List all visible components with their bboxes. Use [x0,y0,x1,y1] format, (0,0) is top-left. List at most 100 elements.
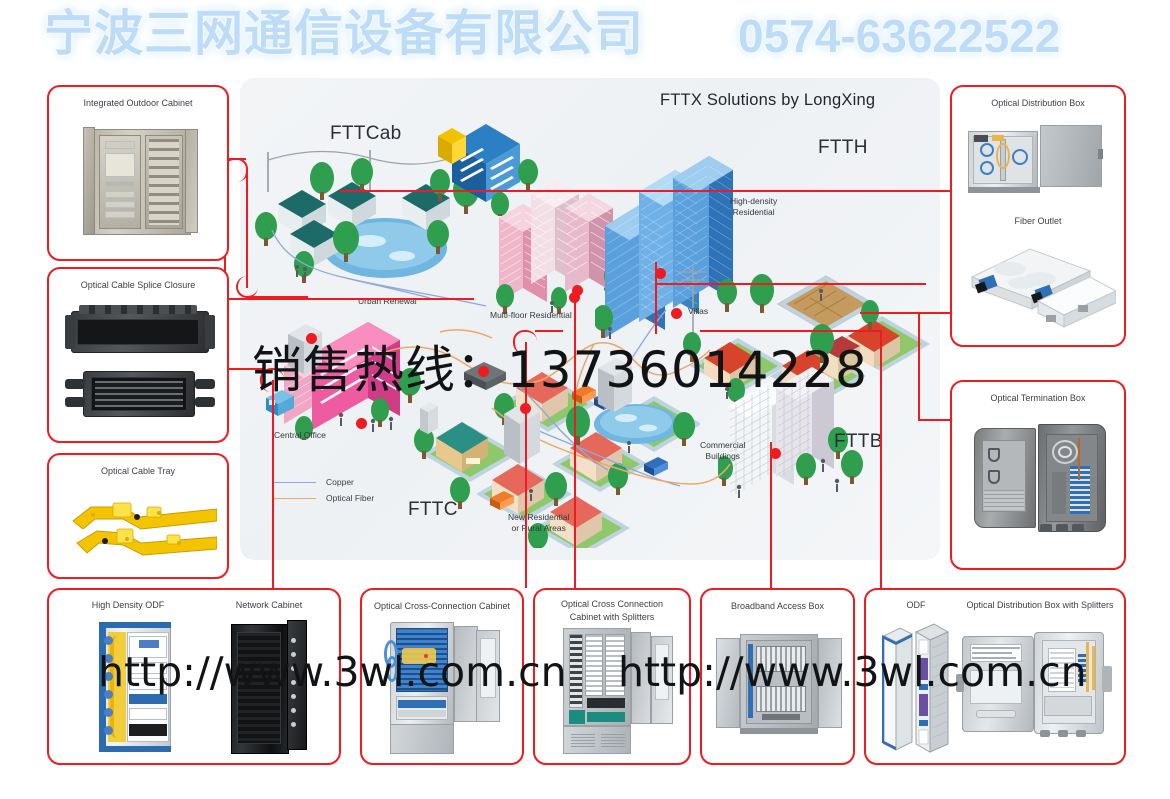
new-residential-scene [414,372,700,548]
label-villas: Villas [688,306,709,316]
connection-dot-integrated-outdoor-cabinet[interactable] [306,333,317,344]
product-image-fiber-outlet [966,239,1118,331]
product-image-high-density-odf [99,622,171,752]
connection-dot-multifloor[interactable] [572,285,583,296]
connector-hd-vertical [655,262,658,334]
label-commercial-buildings: Commercial Buildings [700,440,746,461]
caption-fiber-outlet: Fiber Outlet [1014,216,1062,226]
fiber-line-swatch [272,497,316,499]
panel-optical-cross-connection-cabinet[interactable]: Optical Cross-Connection Cabinet [360,588,524,765]
label-fttc: FTTC [408,499,458,520]
copper-line-swatch [272,481,316,483]
diagram-title: FTTX Solutions by LongXing [660,91,876,109]
fttx-network-diagram: FTTX Solutions by LongXing [240,78,940,560]
connector-villa-right [676,283,926,286]
central-office-scene [266,322,421,440]
product-image-optical-termination-box [974,420,1110,538]
connector-term-h2 [918,419,962,422]
caption-optical-cross-connection-cabinet: Optical Cross-Connection Cabinet [373,601,511,611]
connector-cab-h [535,330,563,333]
panel-optical-cable-splice-closure[interactable]: Optical Cable Splice Closure [47,267,229,443]
caption-optical-distribution-box: Optical Distribution Box [991,98,1085,108]
connection-dot-high-density[interactable] [655,268,666,279]
caption-integrated-outdoor-cabinet: Integrated Outdoor Cabinet [83,98,193,108]
watermark-url-right: http://www.3wl.com.cn [618,648,1087,696]
product-image-odf [880,622,950,756]
street-cabinet-2 [598,358,632,412]
connection-dot-central-office[interactable] [356,418,367,429]
connector-left-top-corner2 [236,276,258,298]
caption-optical-cable-splice-closure: Optical Cable Splice Closure [80,280,196,290]
label-multifloor-residential: Multi-floor Residential [490,310,572,320]
product-image-optical-distribution-box-with-splitters [956,630,1114,746]
label-new-residential: New Residential or Rural Areas [508,512,570,533]
product-image-splice-closure-top [65,305,215,359]
connector-cab-vertical [525,342,528,588]
panel-integrated-outdoor-cabinet[interactable]: Integrated Outdoor Cabinet [47,85,229,261]
label-central-office: Central Office [274,430,326,440]
connector-odf-vertical [880,330,883,588]
caption-broadband-access-box: Broadband Access Box [730,601,825,611]
connection-dot-splice-closure[interactable] [478,366,489,377]
caption-high-density-odf: High Density ODF [91,600,165,610]
urban-renewal-scene [255,146,487,307]
watermark-url-left: http://www.3wl.com.cn [98,648,567,696]
watermark-sales-hotline: 销售热线：13736014228 [252,341,868,399]
poster-header: 宁波三网通信设备有限公司 0574-63622522 [0,0,1170,72]
panel-high-density-odf-and-network-cabinet[interactable]: High Density ODF Network Cabinet [47,588,341,765]
legend-label-copper: Copper [326,477,354,487]
company-name-cn: 宁波三网通信设备有限公司 [44,7,645,61]
label-fttcab: FTTCab [330,123,402,144]
panel-optical-cable-tray[interactable]: Optical Cable Tray [47,453,229,579]
panel-optical-distribution-box[interactable]: Optical Distribution Box Fiber Outlet [950,85,1126,347]
connector-term-v [918,312,921,419]
caption-odf: ODF [906,600,926,610]
connector-tray-corner [260,368,284,392]
legend-label-optical-fiber: Optical Fiber [326,493,375,503]
connector-multifloor-right [340,190,950,193]
connection-dot-commercial[interactable] [770,448,781,459]
product-image-optical-cross-connection-cabinet [384,622,508,754]
label-fttb: FTTB [834,431,883,452]
diagram-legend: Copper Optical Fiber [272,474,374,506]
product-image-splice-closure-bottom [65,367,215,423]
high-density-residential-scene [595,156,737,339]
caption-optical-distribution-box-with-splitters: Optical Distribution Box with Splitters [966,600,1114,610]
connector-left-top-to-dot [256,296,308,299]
label-high-density-residential: High-density Residential [730,196,778,217]
connector-tray-h [224,368,264,371]
connector-term-h [860,312,960,315]
label-ftth: FTTH [818,137,868,158]
connector-left-top-v [246,170,249,288]
connector-left-mid [224,298,474,301]
panel-broadband-access-box[interactable]: Broadband Access Box [700,588,855,765]
connector-commercial-vertical [770,442,773,588]
connection-dot-villa-pole[interactable] [671,308,682,319]
small-pedestal [420,402,438,434]
office-building-blue [430,124,538,216]
product-image-optical-distribution-box [968,123,1114,197]
street-cabinet-1 [288,324,322,374]
caption-optical-cable-tray: Optical Cable Tray [100,466,176,476]
caption-network-cabinet: Network Cabinet [235,600,303,610]
product-image-optical-cable-tray [72,502,217,556]
connector-odf-h [700,330,882,333]
panel-optical-cross-connection-cabinet-with-splitters[interactable]: Optical Cross Connection Cabinet with Sp… [533,588,691,765]
panel-odf-and-distribution-box-with-splitters[interactable]: ODF Optical Distribution Box with Splitt… [864,588,1126,765]
connector-co-vertical [272,390,275,590]
product-image-network-cabinet [231,620,307,754]
caption-optical-termination-box: Optical Termination Box [990,393,1086,403]
legend-item-optical-fiber: Optical Fiber [272,490,374,506]
connector-cab2-vertical [574,297,577,588]
panel-optical-termination-box[interactable]: Optical Termination Box [950,380,1126,570]
product-image-broadband-access-box [712,634,846,738]
commercial-buildings-scene [718,367,863,498]
caption-optical-cross-connection-cabinet-with-splitters: Optical Cross Connection Cabinet with Sp… [560,599,664,622]
product-image-integrated-outdoor-cabinet [83,121,199,241]
label-urban-renewal: Urban Renewal [358,296,417,306]
legend-item-copper: Copper [272,474,374,490]
connector-cab-corner [513,330,537,354]
connection-dot-cabinet-2[interactable] [569,292,580,303]
product-image-cross-connection-with-splitters [557,628,675,754]
